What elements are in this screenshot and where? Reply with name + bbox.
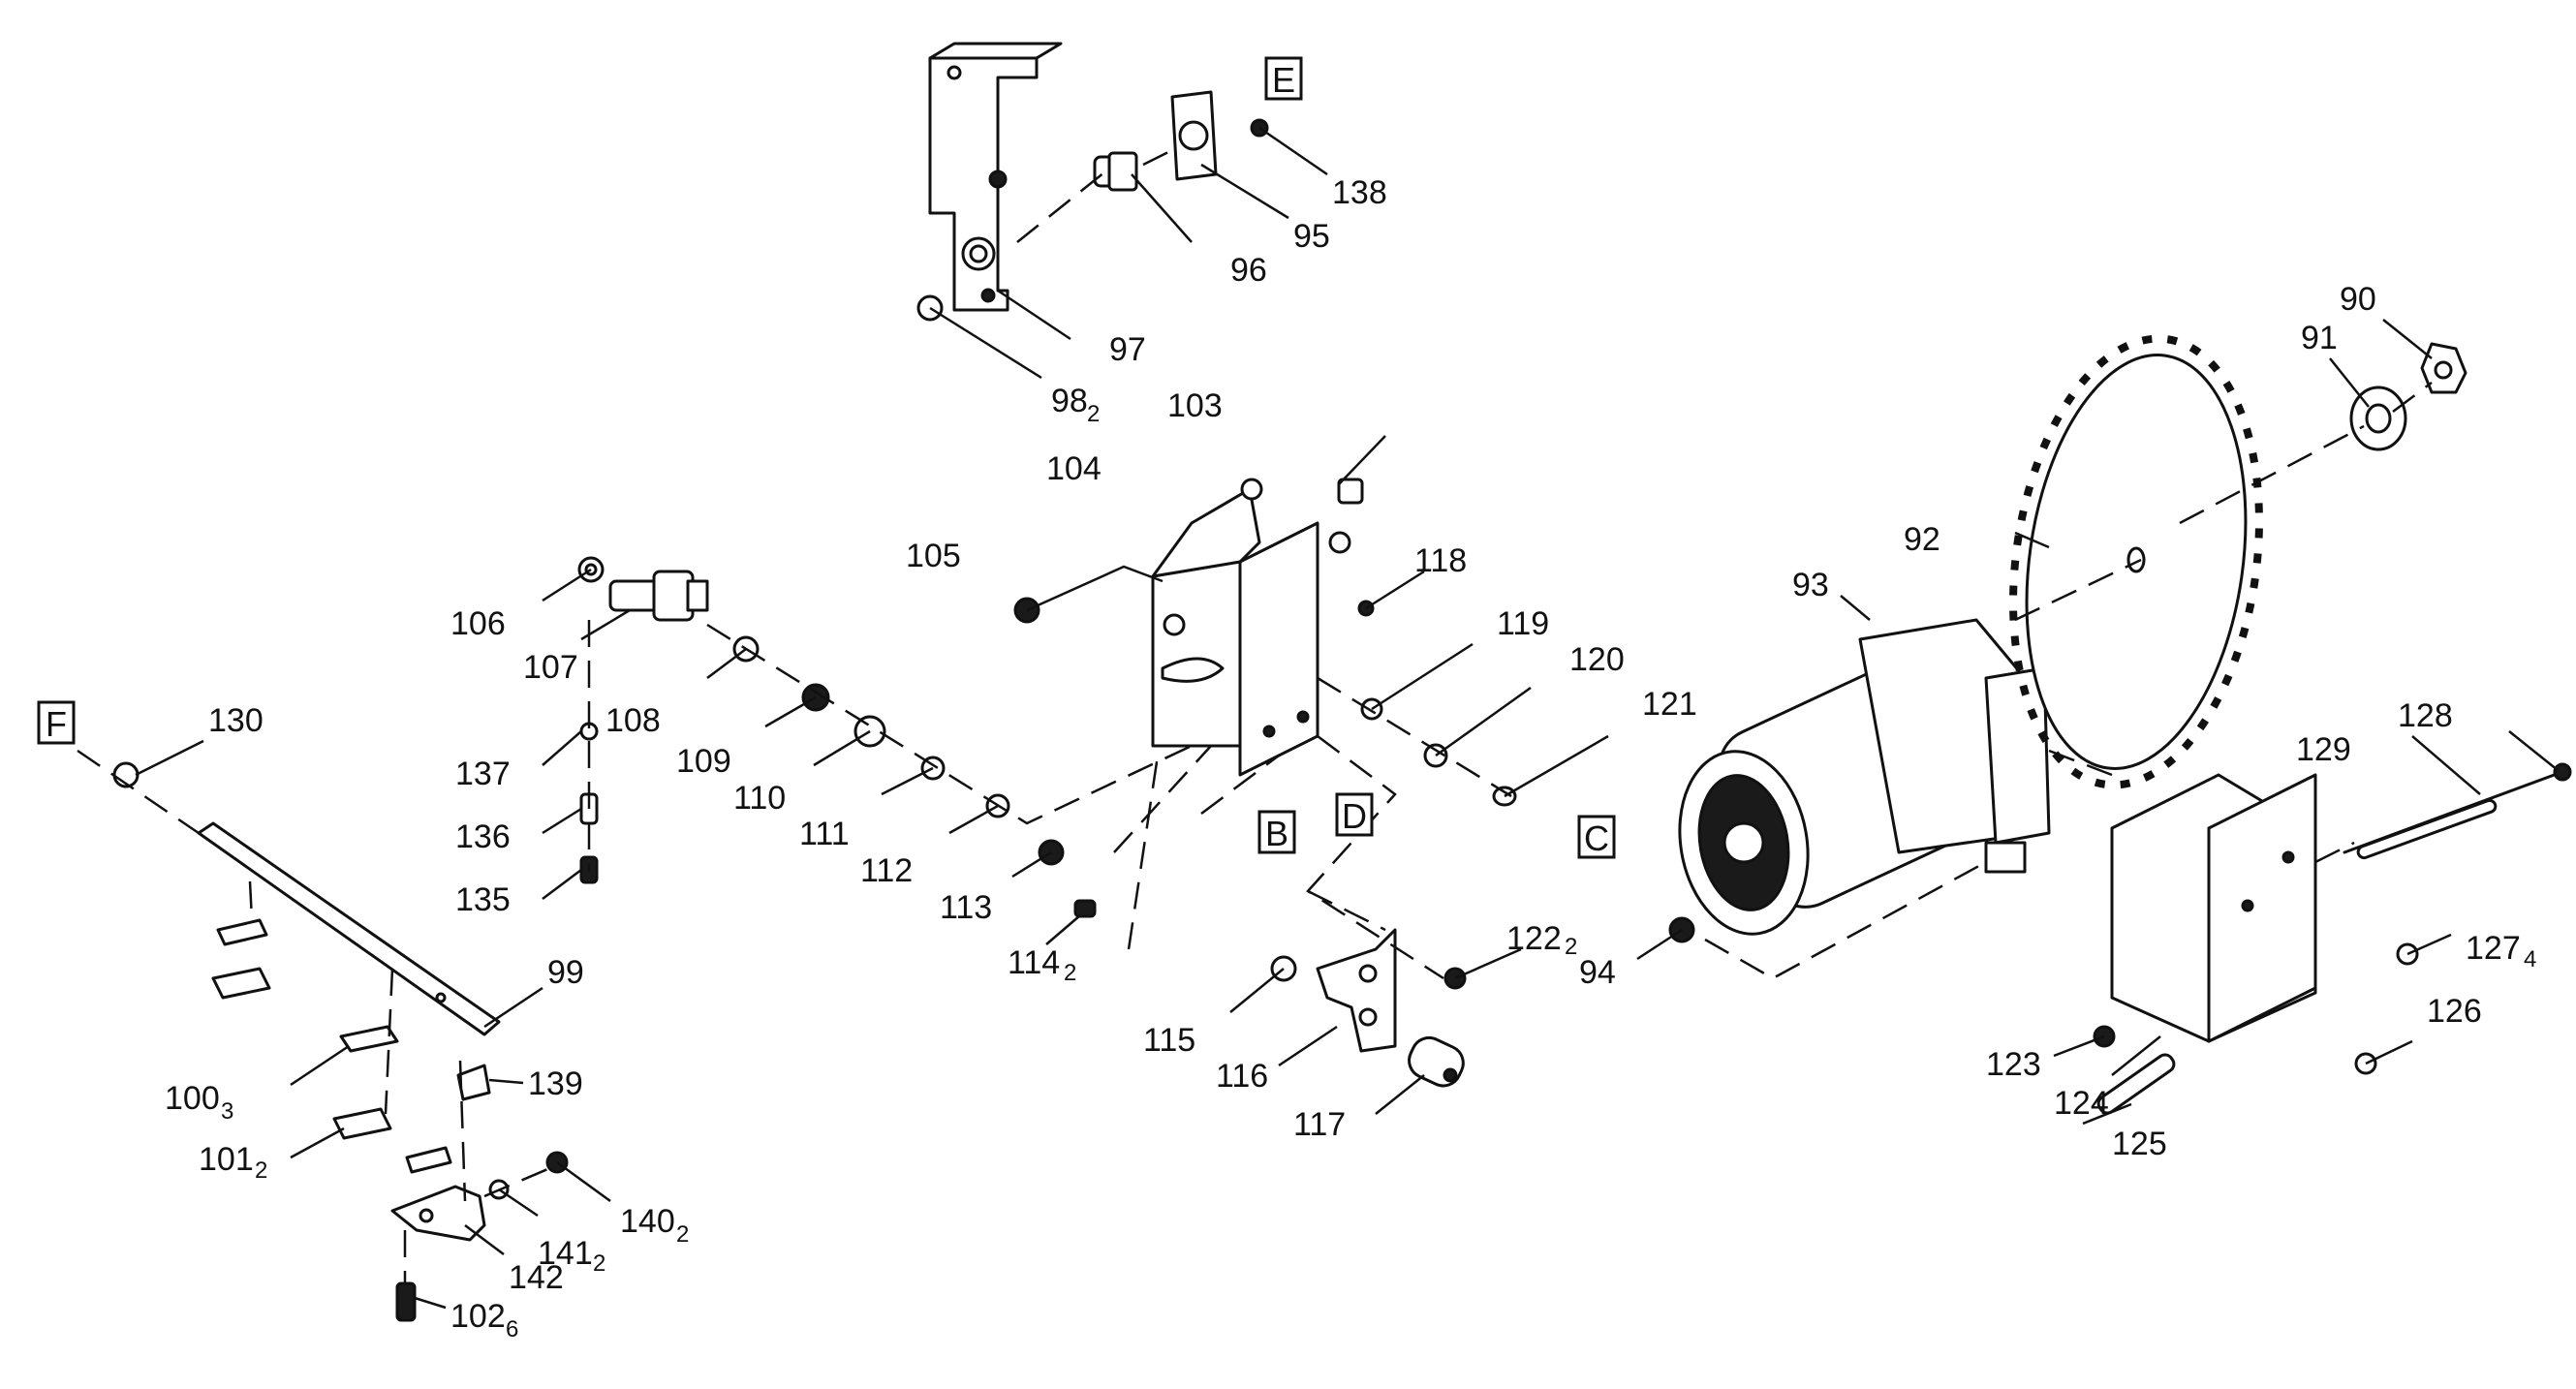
callout-111: 111: [799, 816, 850, 852]
callout-142: 142: [509, 1259, 564, 1296]
callout-103: 103: [1167, 387, 1223, 424]
flag-c: C: [1577, 815, 1616, 859]
callout-92: 92: [1904, 521, 1940, 558]
svg-text:E: E: [1272, 60, 1295, 100]
callout-115: 115: [1143, 1022, 1195, 1059]
callout-127: 127: [2466, 930, 2521, 967]
callout-108: 108: [605, 702, 661, 739]
callout-102: 102: [450, 1298, 506, 1335]
cover-124: [2110, 773, 2317, 1043]
callout-123: 123: [1986, 1046, 2041, 1083]
clip-139: [456, 1064, 491, 1101]
plate-95: [1170, 90, 1218, 181]
callout-135: 135: [455, 881, 511, 918]
callout-139: 139: [528, 1065, 583, 1102]
callout-119: 119: [1497, 605, 1549, 642]
clip-upper-a: [216, 918, 268, 946]
mounting-bracket-97: [928, 42, 1063, 312]
callout-118: 118: [1414, 542, 1467, 579]
trunnion-bracket-104: [1151, 478, 1351, 777]
callout-105: 105: [906, 538, 961, 574]
callout-104: 104: [1046, 450, 1102, 487]
clip-upper-b: [211, 967, 271, 1000]
callout-127-qty: 4: [2524, 946, 2536, 972]
flag-e: E: [1264, 56, 1303, 101]
bushing-96: [1093, 151, 1138, 192]
callout-90: 90: [2340, 281, 2376, 318]
callout-93: 93: [1792, 567, 1829, 603]
callout-125: 125: [2112, 1126, 2167, 1162]
svg-text:F: F: [46, 704, 67, 744]
callout-121: 121: [1642, 686, 1697, 723]
svg-text:B: B: [1265, 814, 1288, 853]
callout-102-qty: 6: [506, 1316, 518, 1343]
callout-107: 107: [523, 649, 578, 686]
callout-109: 109: [676, 743, 731, 780]
callout-113: 113: [940, 889, 992, 926]
svg-text:C: C: [1584, 818, 1609, 858]
callout-99: 99: [547, 954, 584, 991]
flag-f: F: [37, 700, 76, 745]
screw-114: [1073, 899, 1097, 918]
callout-129: 129: [2296, 731, 2351, 768]
callout-122: 122: [1506, 920, 1562, 957]
shaft-99: [197, 821, 501, 1036]
knob-117: [1408, 1035, 1465, 1088]
callout-140-qty: 2: [676, 1221, 689, 1248]
callout-140: 140: [620, 1203, 675, 1240]
callout-94: 94: [1579, 954, 1616, 991]
callout-122-qty: 2: [1565, 934, 1577, 960]
callout-98-qty: 2: [1087, 401, 1100, 427]
callout-114-qty: 2: [1064, 960, 1076, 986]
callout-101-qty: 2: [255, 1158, 267, 1184]
callout-106: 106: [450, 605, 506, 642]
callout-116: 116: [1216, 1058, 1268, 1095]
pin-125: [2096, 1053, 2176, 1115]
callout-124: 124: [2054, 1085, 2109, 1122]
svg-text:D: D: [1342, 796, 1367, 836]
clip-101: [332, 1107, 392, 1140]
callout-100: 100: [165, 1080, 220, 1117]
callout-137: 137: [455, 756, 511, 792]
callout-91: 91: [2301, 320, 2338, 356]
callout-128: 128: [2398, 697, 2453, 734]
motor-93: [1678, 618, 2051, 936]
arbor-nut-90: [2420, 342, 2467, 394]
callout-130: 130: [208, 702, 264, 739]
mount-142: [390, 1146, 486, 1242]
callout-96: 96: [1230, 252, 1267, 289]
callout-120: 120: [1569, 641, 1625, 678]
flag-d: D: [1335, 792, 1374, 837]
nut-103: [1337, 478, 1364, 505]
callout-117: 117: [1293, 1106, 1346, 1143]
callout-95: 95: [1293, 218, 1330, 255]
callout-97: 97: [1109, 331, 1146, 368]
flag-b: B: [1257, 810, 1296, 854]
bracket-116: [1316, 928, 1397, 1053]
callout-114: 114: [1008, 944, 1060, 981]
callout-141: 141: [538, 1235, 593, 1272]
callout-112: 112: [860, 852, 913, 889]
callout-100-qty: 3: [221, 1098, 233, 1125]
callout-98: 98: [1051, 383, 1088, 419]
rod-129: [2356, 798, 2498, 860]
callout-110: 110: [733, 780, 786, 817]
callout-101: 101: [199, 1141, 254, 1178]
callout-136: 136: [455, 818, 511, 855]
callout-138: 138: [1332, 174, 1387, 211]
bracket-107: [608, 570, 709, 622]
callout-141-qty: 2: [593, 1250, 605, 1277]
callout-126: 126: [2427, 993, 2482, 1030]
